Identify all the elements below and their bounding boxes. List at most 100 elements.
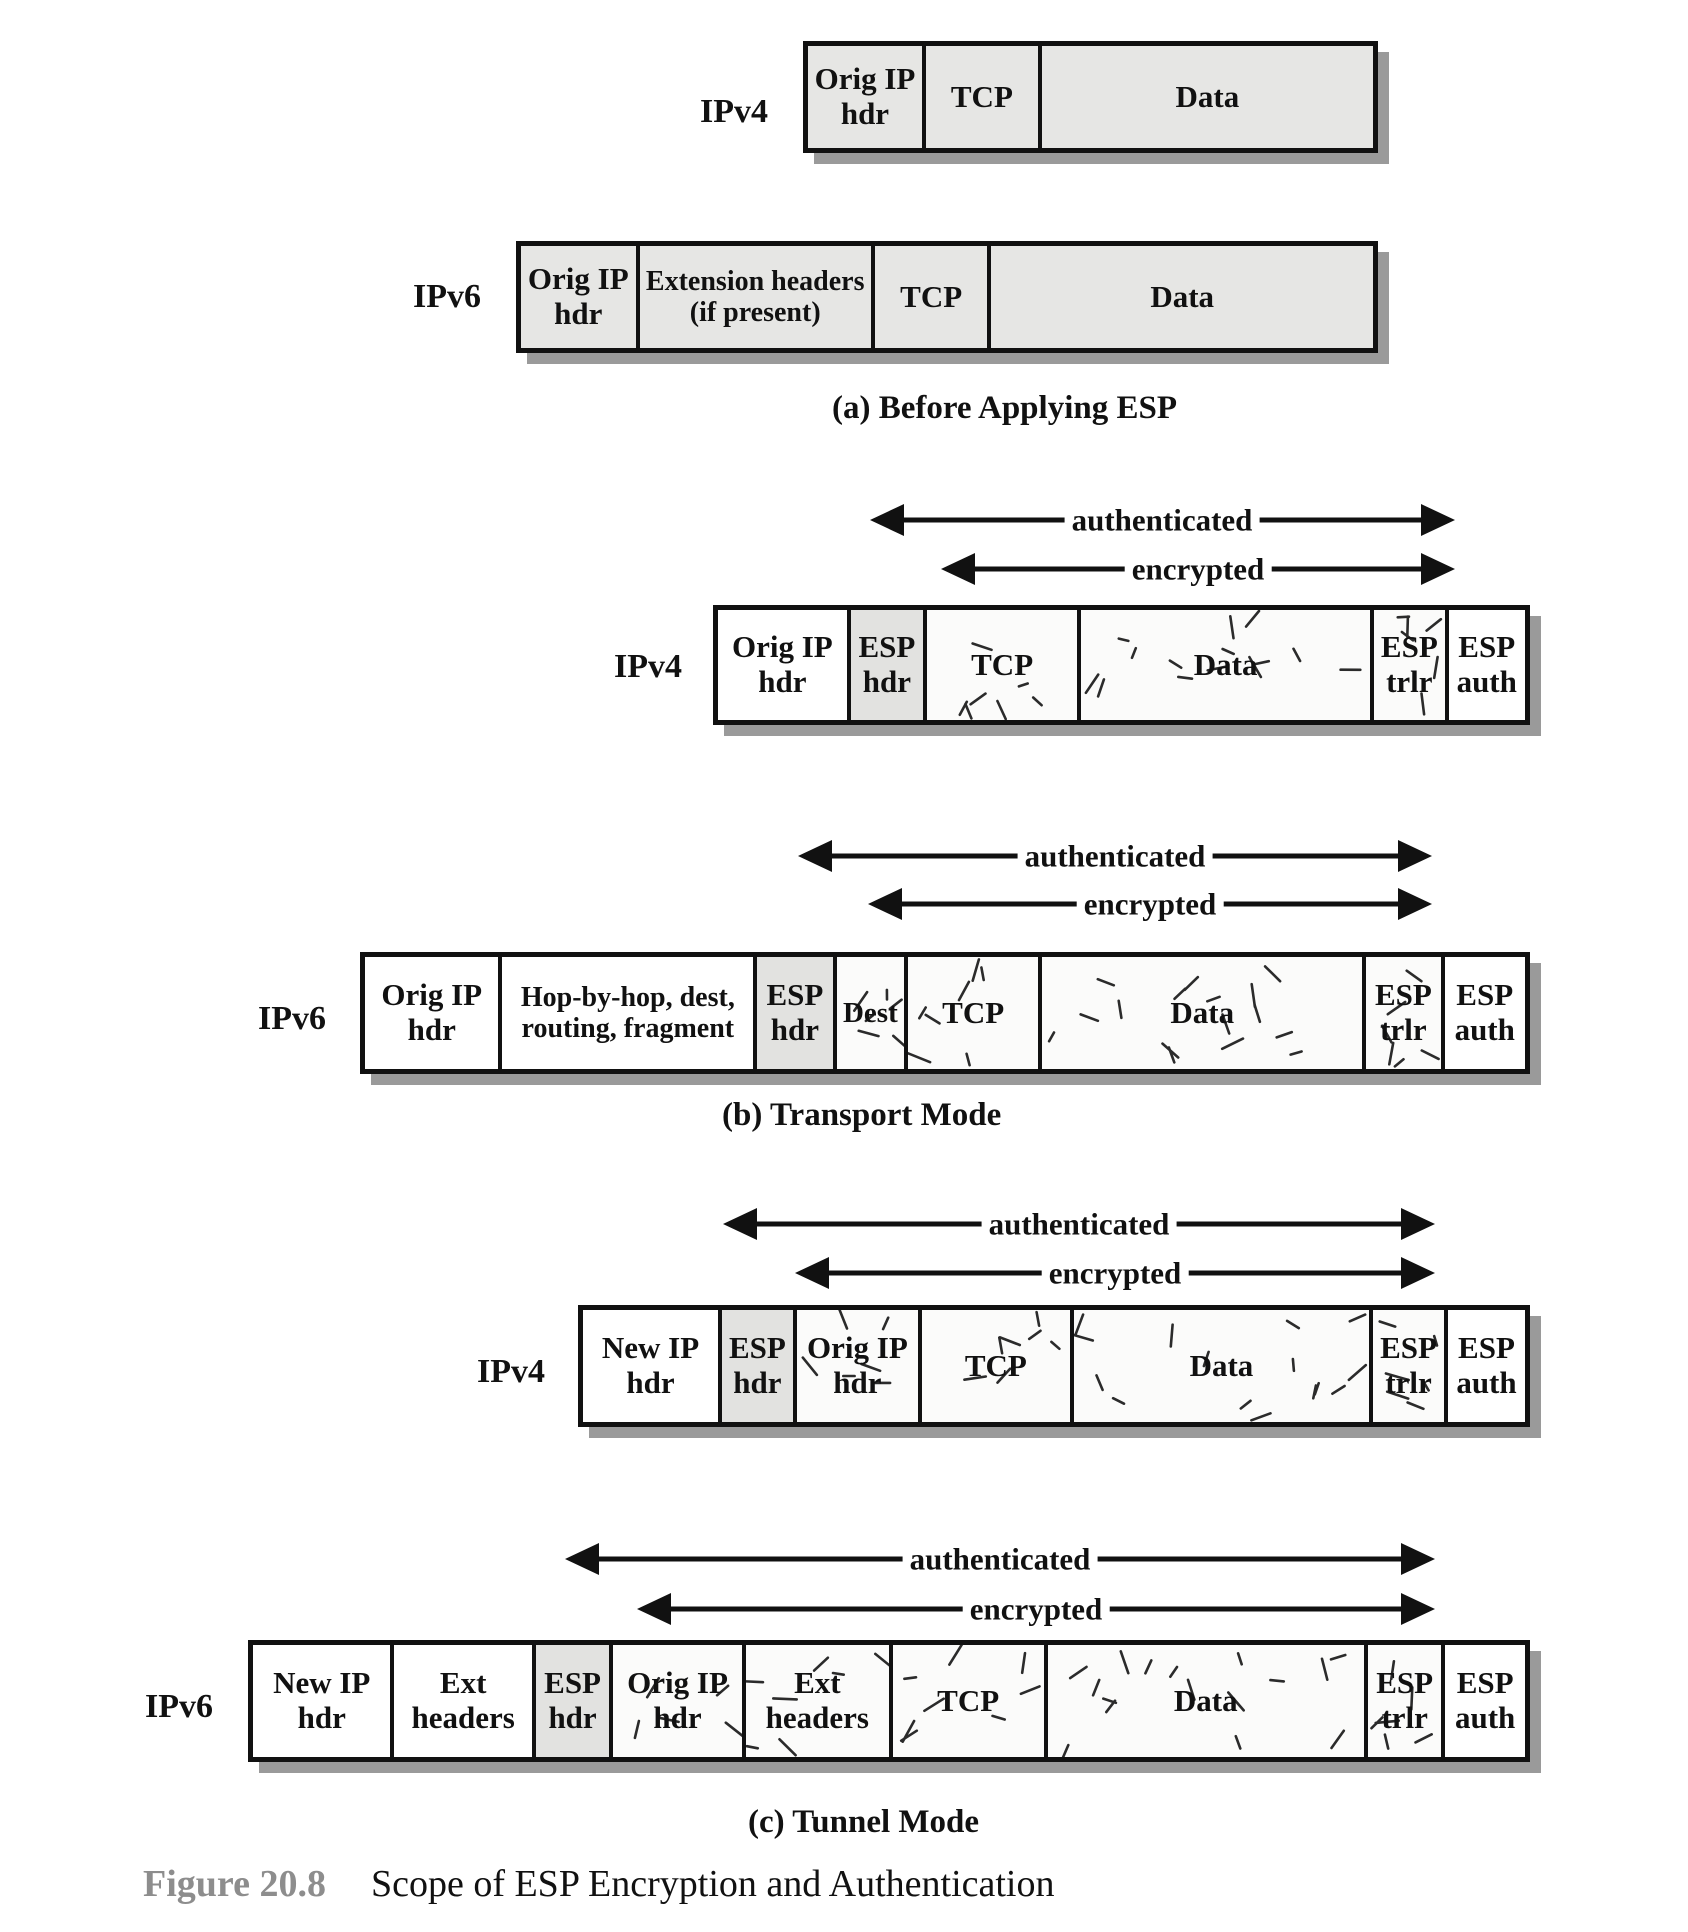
packet-field-label: TCP bbox=[964, 1347, 1027, 1383]
packet-field: Data bbox=[991, 246, 1373, 348]
packet-field-label: TCP bbox=[900, 278, 963, 314]
arrow-label: authenticated bbox=[1017, 840, 1213, 872]
arrow-authenticated-b-ipv4: authenticated bbox=[870, 500, 1455, 540]
packet-field-label: TCP bbox=[937, 1682, 1000, 1718]
packet-field: Dest bbox=[836, 957, 909, 1069]
packet-field-label: Data bbox=[1193, 646, 1258, 682]
packet-field: Data bbox=[1047, 1645, 1369, 1757]
row-label-ipv6-a: IPv6 bbox=[413, 278, 481, 315]
packet-field: Data bbox=[1073, 1310, 1374, 1422]
arrow-encrypted-c-ipv6: encrypted bbox=[637, 1589, 1435, 1629]
arrow-authenticated-b-ipv6: authenticated bbox=[798, 836, 1432, 876]
arrow-label: authenticated bbox=[981, 1208, 1177, 1240]
row-label-ipv4-b: IPv4 bbox=[614, 648, 682, 685]
packet-field-label: Data bbox=[1189, 1347, 1254, 1383]
packet-field: Data bbox=[1041, 46, 1373, 148]
arrow-label: encrypted bbox=[1076, 888, 1224, 920]
figure-caption: Figure 20.8 Scope of ESP Encryption and … bbox=[143, 1862, 1055, 1906]
arrow-authenticated-c-ipv6: authenticated bbox=[565, 1539, 1435, 1579]
packet-field-label: TCP bbox=[942, 994, 1005, 1030]
packet-field: Hop-by-hop, dest,routing, fragment bbox=[502, 957, 758, 1069]
packet-field: Data bbox=[1042, 957, 1367, 1069]
row-label-ipv4-a: IPv4 bbox=[700, 93, 768, 130]
packet-field-label: Data bbox=[1170, 994, 1235, 1030]
packet-field-label: Extension headers(if present) bbox=[645, 265, 865, 328]
packet-field-label: TCP bbox=[971, 646, 1034, 682]
packet-field: TCP bbox=[908, 957, 1043, 1069]
packet-field: TCP bbox=[921, 1310, 1074, 1422]
packet-field: TCP bbox=[927, 610, 1082, 720]
row-label-ipv6-b: IPv6 bbox=[258, 1000, 326, 1037]
packet-field: Extension headers(if present) bbox=[639, 246, 875, 348]
figure-title: Scope of ESP Encryption and Authenticati… bbox=[370, 1863, 1055, 1905]
arrow-encrypted-b-ipv6: encrypted bbox=[868, 884, 1432, 924]
figure-number: Figure 20.8 bbox=[143, 1863, 326, 1905]
arrow-label: encrypted bbox=[962, 1593, 1110, 1625]
arrow-encrypted-b-ipv4: encrypted bbox=[941, 549, 1455, 589]
arrow-label: encrypted bbox=[1124, 553, 1272, 585]
section-caption-a: (a) Before Applying ESP bbox=[832, 390, 1178, 426]
row-label-ipv6-c: IPv6 bbox=[145, 1688, 213, 1725]
packet-field-label: Data bbox=[1173, 1682, 1238, 1718]
packet-field: TCP bbox=[874, 246, 992, 348]
arrow-encrypted-c-ipv4: encrypted bbox=[795, 1253, 1435, 1293]
packet-field: TCP bbox=[892, 1645, 1048, 1757]
packet-field-label: Dest bbox=[842, 996, 898, 1029]
packet-field-label: Data bbox=[1175, 78, 1240, 114]
packet-field-label: TCP bbox=[950, 78, 1013, 114]
section-caption-b: (b) Transport Mode bbox=[722, 1097, 1002, 1133]
arrow-authenticated-c-ipv4: authenticated bbox=[723, 1204, 1435, 1244]
arrow-label: authenticated bbox=[1064, 504, 1260, 536]
arrow-label: authenticated bbox=[902, 1543, 1098, 1575]
